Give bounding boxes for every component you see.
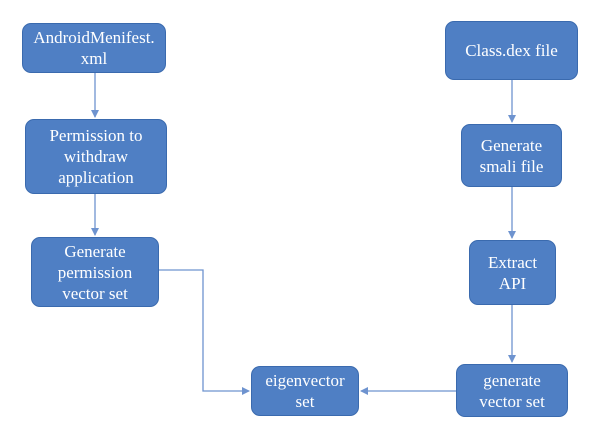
edge-permission-vector-to-eigenvector — [159, 269, 250, 395]
node-class-dex-file: Class.dex file — [445, 21, 578, 80]
node-eigenvector-set: eigenvector set — [251, 366, 359, 416]
node-extract-api: Extract API — [469, 240, 556, 305]
node-android-manifest: AndroidMenifest. xml — [22, 23, 166, 73]
node-permission-to-withdraw: Permission to withdraw application — [25, 119, 167, 194]
node-generate-permission-vector: Generate permission vector set — [31, 237, 159, 307]
node-generate-smali-file: Generate smali file — [461, 124, 562, 187]
node-generate-vector-set: generate vector set — [456, 364, 568, 417]
